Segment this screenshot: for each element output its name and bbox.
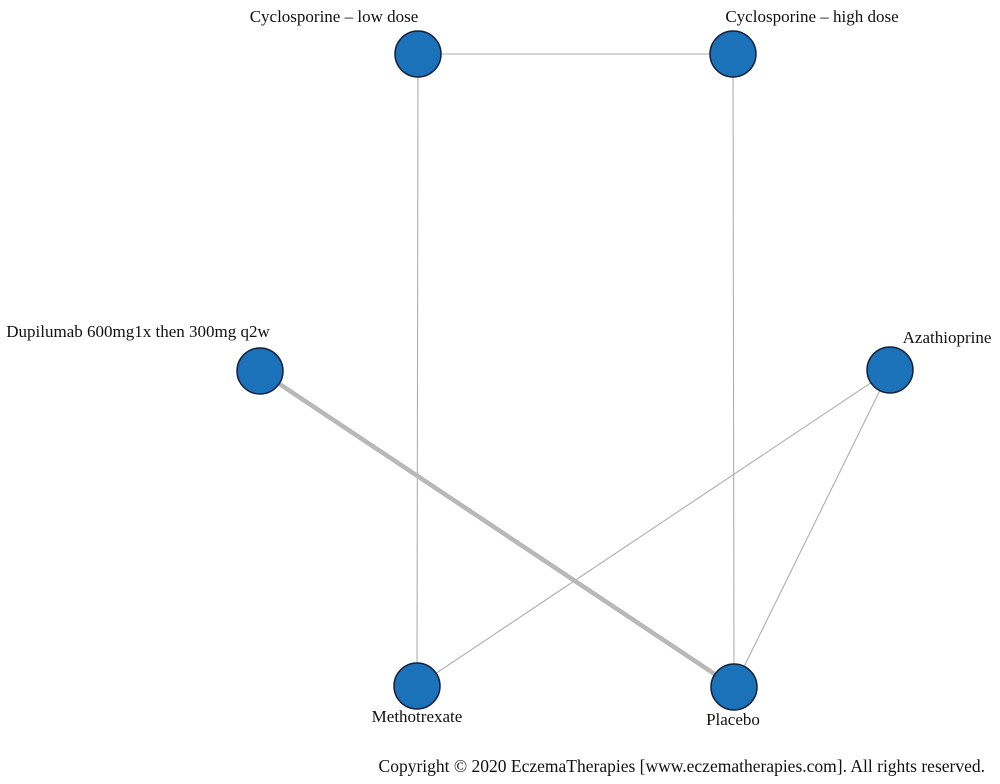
edge-cyclosporine_high--placebo <box>732 53 735 688</box>
copyright-notice: Copyright © 2020 EczemaTherapies [www.ec… <box>378 756 985 776</box>
labels-layer: Cyclosporine – low dose Cyclosporine – hi… <box>6 7 991 729</box>
node-methotrexate <box>393 662 441 710</box>
node-label-dupilumab: Dupilumab 600mg1x then 300mg q2w <box>6 322 270 341</box>
node-placebo <box>710 663 758 711</box>
node-label-cyclosporine_high: Cyclosporine – high dose <box>725 7 898 26</box>
edge-methotrexate--azathioprine <box>416 369 891 687</box>
node-dupilumab <box>236 347 284 395</box>
node-label-cyclosporine_low: Cyclosporine – low dose <box>250 7 419 26</box>
edges-layer <box>258 53 891 689</box>
node-label-placebo: Placebo <box>706 710 760 729</box>
node-cyclosporine_high <box>709 30 757 78</box>
edge-dupilumab--placebo <box>258 369 736 689</box>
node-label-methotrexate: Methotrexate <box>372 707 463 726</box>
edge-azathioprine--placebo <box>733 369 891 688</box>
node-label-azathioprine: Azathioprine <box>903 328 992 347</box>
node-cyclosporine_low <box>394 30 442 78</box>
nodes-layer <box>236 30 914 711</box>
node-azathioprine <box>866 346 914 394</box>
edge-cyclosporine_low--methotrexate <box>416 53 419 687</box>
